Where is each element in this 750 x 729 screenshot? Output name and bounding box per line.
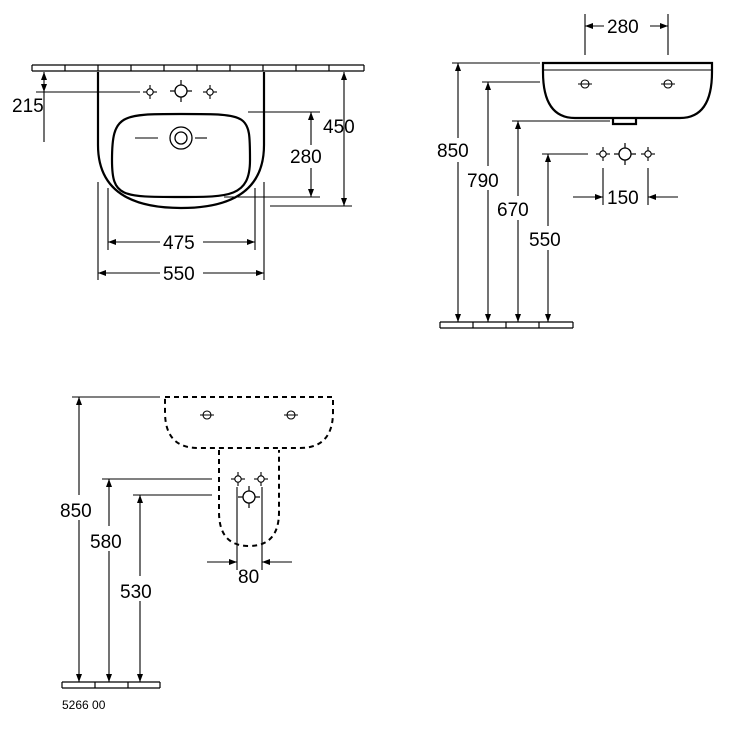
dim-label-790: 790 [467,171,499,192]
tap-hole-left-icon [142,84,158,100]
dim-label-550-supply: 550 [529,230,561,251]
dim-label-580: 580 [90,532,122,553]
dim-label-280-bowl: 280 [290,147,322,168]
dim-label-850-pedestal: 850 [60,501,92,522]
dim-850-side: 850 [437,62,540,322]
floor-strip-right [439,321,574,329]
reference-code: 5266 00 [62,698,106,712]
dim-790: 790 [467,81,540,322]
dim-label-550: 550 [163,264,195,285]
dim-280-fixing: 280 [584,14,669,55]
top-view: 215 450 280 475 [12,64,365,285]
dim-label-450: 450 [323,117,355,138]
dim-215: 215 [12,72,140,142]
floor-strip-left [61,681,161,689]
waste-hole-icon [613,142,637,166]
bowl-outline [110,112,252,199]
dim-label-215: 215 [12,96,44,117]
pedestal-supply-hole-left-icon [230,471,246,487]
dim-label-150: 150 [607,188,639,209]
side-view: 280 850 790 [437,14,714,329]
basin-dashed-outline [164,396,334,449]
dim-label-280-fixing: 280 [607,17,639,38]
dim-150: 150 [573,168,678,209]
basin-front-outline [541,61,714,120]
dim-label-80: 80 [238,567,259,588]
fixing-hole-left-icon [578,79,592,89]
pedestal-dashed-outline [218,450,280,548]
dim-850-pedestal: 850 [60,396,160,682]
tap-hole-right-icon [202,84,218,100]
pedestal-fixing-hole-right-icon [284,410,298,420]
pedestal-waste-hole-icon [237,485,261,509]
pedestal-supply-hole-right-icon [253,471,269,487]
dim-475: 475 [107,188,256,254]
dim-label-850-side: 850 [437,141,469,162]
dim-450: 450 [270,72,355,207]
basin-outline [96,72,266,210]
dim-550-supply: 550 [529,153,588,322]
fixing-hole-right-icon [661,79,675,89]
pedestal-fixing-hole-left-icon [200,410,214,420]
dim-label-475: 475 [163,233,195,254]
dim-280-bowl: 280 [224,111,322,198]
supply-hole-right-icon [640,146,656,162]
wall-strip [31,64,365,72]
dim-80: 80 [207,487,292,588]
dim-580: 580 [90,478,212,682]
drain-icon [135,126,207,150]
dim-label-670: 670 [497,200,529,221]
dim-550: 550 [97,182,265,285]
dim-530: 530 [120,494,212,682]
tap-hole-center-icon [169,79,193,103]
pedestal-view: 80 850 580 [60,396,334,712]
dim-label-530: 530 [120,582,152,603]
supply-hole-left-icon [595,146,611,162]
dim-670: 670 [497,120,610,322]
